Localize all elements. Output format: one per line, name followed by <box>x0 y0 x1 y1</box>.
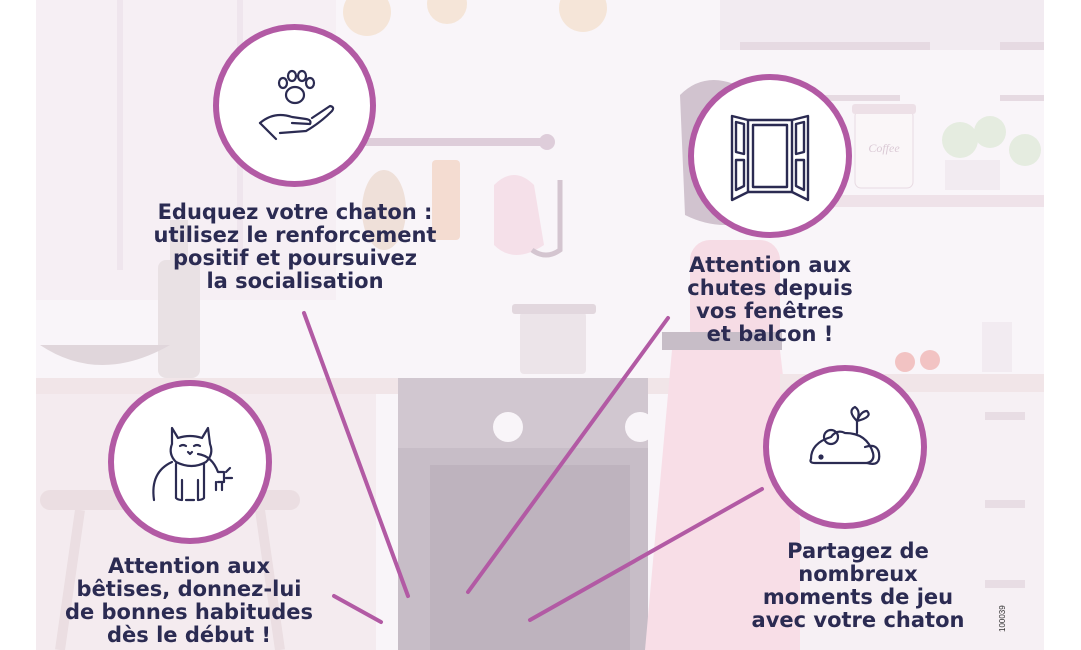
connector-line-mischief <box>332 594 383 624</box>
open-window-icon <box>730 114 810 202</box>
tip-line: de bonnes habitudes <box>64 600 314 624</box>
tip-line: et balcon ! <box>706 322 834 346</box>
tip-line: la socialisation <box>206 269 384 293</box>
tip-line: dès le début ! <box>106 623 272 647</box>
tip-line: Partagez de <box>787 539 929 563</box>
tip-line: Attention aux <box>688 253 852 277</box>
connector-line-play <box>528 487 764 622</box>
tip-line: positif et poursuivez <box>172 246 417 270</box>
connector-line-falls <box>466 316 670 594</box>
toy-mouse-icon <box>809 405 881 465</box>
falls-badge <box>688 74 852 238</box>
coffee-jar-label: Coffee <box>868 141 900 155</box>
tip-line: bêtises, donnez-lui <box>76 577 302 601</box>
tip-educate-text: Eduquez votre chaton : utilisez le renfo… <box>140 201 450 293</box>
paw-in-hand-icon <box>258 69 334 140</box>
cat-chewing-cable-icon <box>152 426 234 502</box>
tip-play-text: Partagez de nombreux moments de jeu avec… <box>740 540 976 632</box>
tip-line: Attention aux <box>107 554 271 578</box>
play-badge <box>763 365 927 529</box>
tip-line: Eduquez votre chaton : <box>157 200 433 224</box>
tip-line: nombreux <box>798 562 918 586</box>
tip-mischief-text: Attention aux bêtises, donnez-lui de bon… <box>44 555 334 647</box>
tip-line: vos fenêtres <box>696 299 844 323</box>
mischief-badge <box>108 380 272 544</box>
educate-badge <box>213 24 376 187</box>
connector-line-educate <box>302 311 410 598</box>
tip-line: moments de jeu <box>762 585 954 609</box>
tip-line: avec votre chaton <box>751 608 965 632</box>
connector-lines <box>302 311 764 624</box>
tip-line: chutes depuis <box>687 276 853 300</box>
reference-code: 100039 <box>998 605 1007 632</box>
tip-falls-text: Attention aux chutes depuis vos fenêtres… <box>665 254 875 346</box>
tip-line: utilisez le renforcement <box>153 223 437 247</box>
